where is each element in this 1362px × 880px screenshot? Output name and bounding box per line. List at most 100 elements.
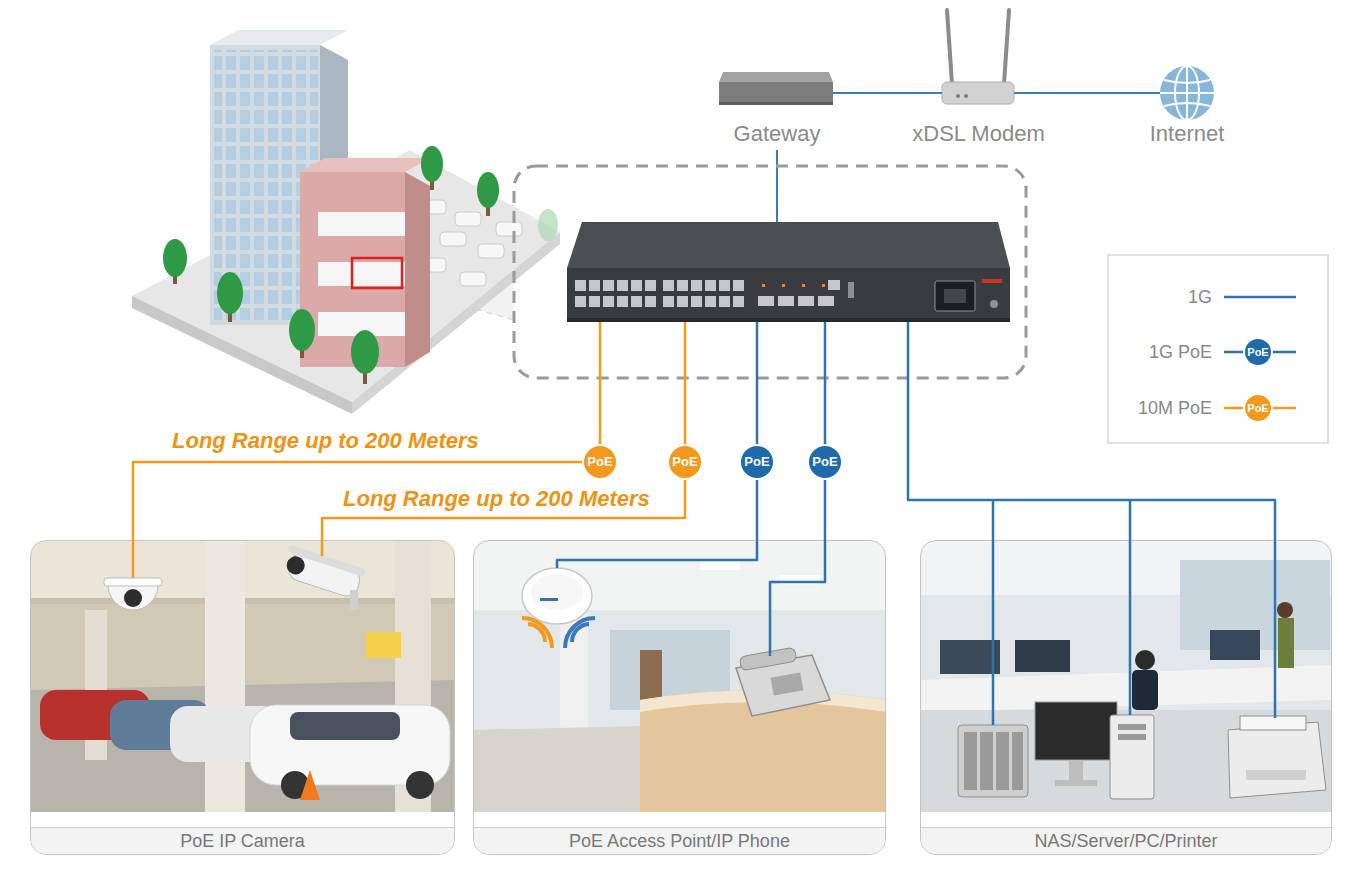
office-floor-photo-part [921,710,1331,812]
legend-text: 1G [1112,286,1212,308]
legend-frame [1108,255,1328,443]
campus-illustration-part [300,158,430,172]
office-floor-photo-part [1118,734,1146,740]
poe-10m-wire [133,322,600,578]
poe-switch-part-part [575,296,586,307]
parking-garage-photo-part [350,590,358,610]
office-floor-photo-part [958,725,1028,797]
range-note: Long Range up to 200 Meters [343,486,650,512]
poe-switch-part-part [719,280,730,291]
poe-switch-part-part [782,284,785,287]
poe-badge: PoE [739,444,775,480]
office-floor-photo-part [921,665,1331,712]
poe-switch [567,222,1010,322]
poe-switch-part [990,300,998,308]
poe-switch-part-part [589,280,600,291]
scene-panel: PoE IP Camera [30,540,455,855]
modem-icon [942,10,1014,104]
poe-switch-part-part [691,280,702,291]
office-floor-photo [921,541,1331,812]
internet-globe [1160,66,1214,120]
poe-switch-part-part [645,296,656,307]
office-floor-photo-part [1246,770,1306,780]
poe-badge: PoE [1243,337,1273,367]
legend-frame-part [1224,296,1296,299]
modem-icon-part [1004,10,1009,84]
poe-switch-part-part [663,296,674,307]
office-reception-photo-part [522,618,552,648]
poe-1g-wire [557,322,757,568]
scene-panel: NAS/Server/PC/Printer [920,540,1332,855]
poe-switch-part-part [603,296,614,307]
poe-switch-part-part [733,280,744,291]
poe-switch-part [575,280,840,307]
gateway-icon-part [719,82,833,104]
uplink-stubs-part [776,150,778,222]
device-label: Internet [1130,120,1244,148]
lan-1g-wire [1129,500,1132,715]
poe-switch-part-part [589,296,600,307]
campus-illustration-part [405,172,430,367]
poe-switch-part-part [631,280,642,291]
office-floor-photo-part [996,732,1009,790]
parking-garage-photo-part [124,589,142,607]
gateway-icon-part [719,72,833,82]
device-label: Gateway [713,120,841,148]
panel-caption: PoE IP Camera [31,827,454,854]
uplink-stubs-part [833,92,842,94]
parking-garage-photo-part [365,632,401,658]
poe-switch-part-part [822,284,825,287]
parking-garage-photo-part [300,770,320,800]
network-link [1051,92,1130,94]
campus-illustration-part [289,309,315,351]
poe-switch-part-part [575,280,586,291]
legend-text: 1G PoE [1112,341,1212,363]
office-floor-photo-part [1110,715,1154,799]
poe-switch-part-part [631,296,642,307]
poe-switch-part-part [617,296,628,307]
poe-switch-part-part [645,280,656,291]
office-reception-photo-part [771,673,804,696]
campus-illustration-part [351,330,379,374]
campus-illustration-part [210,30,348,45]
poe-switch-part [848,282,854,298]
office-floor-photo-part [1210,630,1260,660]
poe-badge: PoE [1243,393,1273,423]
office-floor-photo-part [1012,732,1023,790]
office-reception-photo-part [531,574,583,610]
uplink-stubs [777,93,1160,222]
poe-switch-part-part [758,296,774,306]
poe-switch-part [567,268,1010,322]
campus-illustration-part [163,239,187,277]
parking-garage-photo-part [205,541,245,812]
campus-illustration-part [318,212,405,236]
poe-switch-part [567,222,1010,268]
modem-icon-part [964,94,968,98]
gateway-icon [719,72,833,105]
campus-illustration [132,30,560,414]
poe-switch-part [567,318,1010,322]
poe-1g-wire [770,322,825,656]
campus-illustration-part [538,209,558,241]
campus-illustration-part [455,212,481,226]
campus-illustration-part [318,262,405,286]
lan-1g-wire [908,322,1275,718]
campus-illustration-part [496,222,522,236]
internet-globe-part [1164,80,1210,106]
office-reception-photo-part [522,568,592,624]
office-floor-photo-part [1132,670,1158,710]
poe-switch-part-part [663,280,674,291]
office-floor-photo-part [1069,760,1083,782]
campus-illustration-part [460,272,486,286]
parking-garage-photo-part-part [284,554,307,577]
poe-switch-part-part [828,280,840,290]
device-label: xDSL Modem [906,120,1051,148]
office-floor-photo-part [1035,702,1117,760]
parking-garage-photo [31,541,454,812]
uplink-stubs-part [1126,92,1160,94]
legend-frame-part [1108,255,1328,443]
poe-badge: PoE [582,444,618,480]
gateway-icon-part [719,102,833,105]
legend-text: 10M PoE [1112,397,1212,419]
office-floor-photo-part [980,732,993,790]
